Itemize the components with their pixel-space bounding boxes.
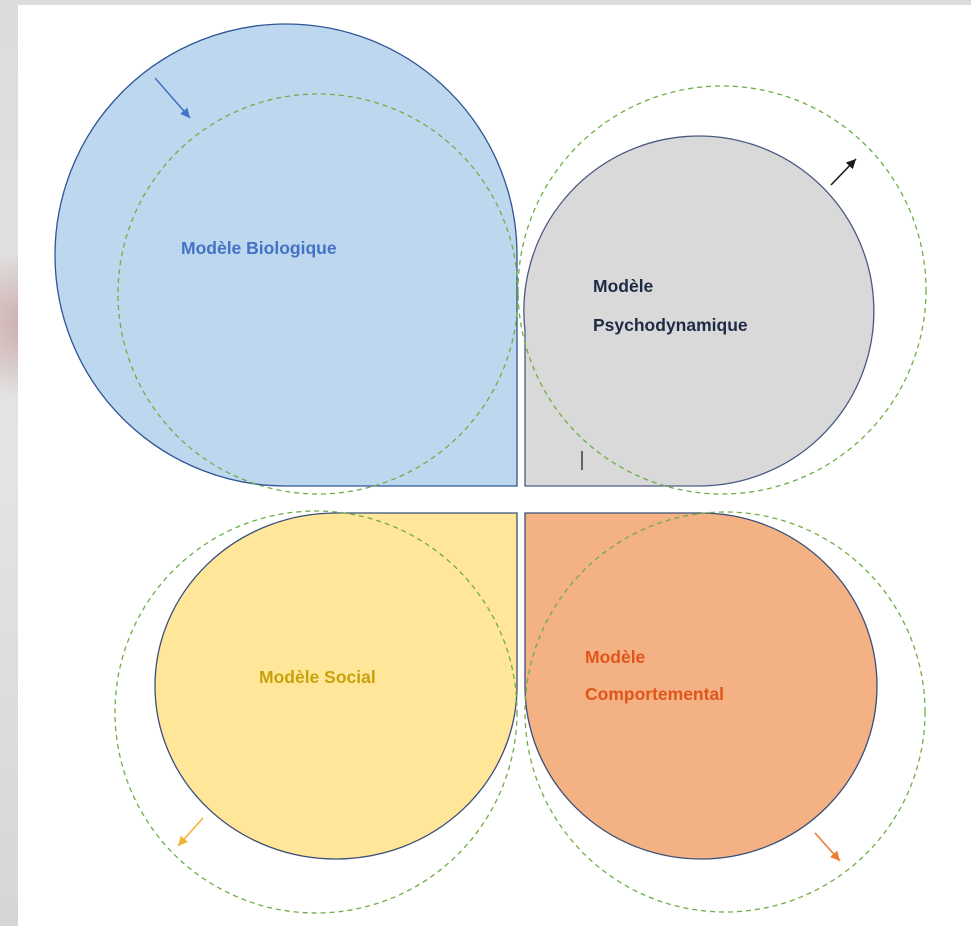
label-psychodynamique-line1: Modèle — [593, 276, 654, 296]
label-social: Modèle Social — [259, 667, 376, 687]
arrow-inward-biologique — [154, 77, 191, 119]
dashed-circle-biologique — [117, 93, 519, 495]
dashed-circle-psychodynamique — [517, 85, 927, 495]
petal-biologique — [54, 23, 518, 487]
dashed-circle-social — [114, 510, 518, 914]
label-psychodynamique-line2: Psychodynamique — [593, 315, 748, 335]
petal-comportemental — [524, 512, 878, 860]
label-comportemental-line1: Modèle — [585, 647, 646, 667]
petal-psychodynamique — [523, 135, 875, 487]
arrow-outward-social — [177, 817, 204, 847]
label-biologique: Modèle Biologique — [181, 238, 337, 258]
dashed-circle-comportemental — [524, 511, 926, 913]
arrow-outward-comportemental — [814, 832, 841, 862]
petal-social — [154, 512, 518, 860]
arrow-outward-psychodynamique — [830, 158, 857, 186]
label-comportemental-line2: Comportemental — [585, 684, 724, 704]
